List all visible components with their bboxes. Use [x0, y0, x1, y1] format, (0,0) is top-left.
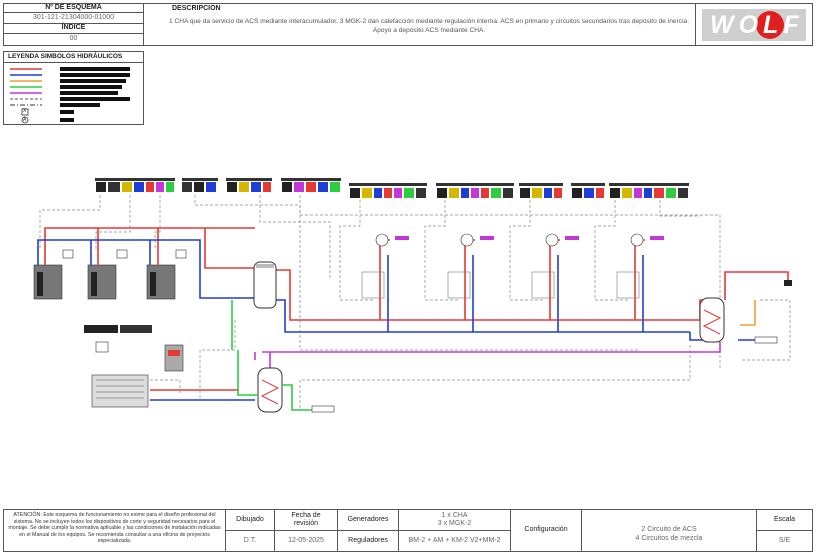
heat-pump-unit	[91, 344, 184, 408]
drawn-value-text: D.T.	[243, 536, 257, 544]
description-text: 1 CHA que da servicio de ACS mediante in…	[168, 18, 690, 34]
buffer-tank	[253, 261, 277, 309]
date-value: 12-05-2025	[274, 530, 338, 552]
outlet-valves	[311, 280, 792, 413]
date-label: Fecha de revisión	[274, 509, 338, 531]
config-value-2: 4 Circuitos de mezcla	[635, 534, 703, 542]
regulators-value: BM-2 + AM + KM-2 V2+MM-2	[398, 530, 511, 552]
date-label-text: Fecha de revisión	[291, 511, 321, 527]
wolf-logo	[702, 9, 806, 41]
index-label-text: ÍNDICE	[61, 24, 86, 32]
dhw-tank-lower	[257, 367, 283, 413]
scale-value: S/E	[756, 530, 813, 552]
scale-label-text: Escala	[773, 515, 795, 523]
schema-label-text: Nº DE ESQUEMA	[45, 3, 102, 11]
mixing-circuits	[361, 233, 644, 299]
dhw-tank-right	[699, 297, 725, 343]
legend-symbol-x: X	[23, 108, 27, 114]
description-box: DESCRIPCIÓN 1 CHA que da servicio de ACS…	[143, 3, 696, 46]
config-value-1: 2 Circuito de ACS	[641, 526, 697, 534]
scale-value-text: S/E	[778, 536, 791, 544]
logo-text: WOLF	[710, 11, 804, 39]
description-label: DESCRIPCIÓN	[172, 5, 221, 12]
generators-label: Generadores	[337, 509, 399, 531]
control-wiring	[39, 195, 791, 410]
schema-number-text: 301-121-21304000-01000	[33, 13, 114, 21]
drawn-label: Dibujado	[225, 509, 275, 531]
config-label: Configuración	[510, 509, 582, 552]
config-value: 2 Circuito de ACS 4 Circuitos de mezcla	[581, 509, 757, 552]
index-value: 00	[3, 33, 144, 46]
drawn-label-text: Dibujado	[236, 515, 264, 523]
config-label-text: Configuración	[524, 526, 568, 534]
generators-label-text: Generadores	[347, 515, 389, 523]
logo-box: WOLF	[695, 3, 813, 46]
generators-value: 1 x CHA 3 x MGK-2	[398, 509, 511, 531]
regulators-label: Reguladores	[337, 530, 399, 552]
regulators-label-text: Reguladores	[348, 536, 388, 544]
legend-symbol-a: A	[23, 117, 27, 123]
controller-modules	[95, 178, 689, 198]
cha-lines	[150, 300, 312, 411]
drawn-value: D.T.	[225, 530, 275, 552]
circuit-tags	[395, 236, 664, 240]
regulators-value-text: BM-2 + AM + KM-2 V2+MM-2	[408, 536, 501, 544]
legend-lines	[10, 67, 130, 124]
heating-lines	[37, 227, 789, 341]
legend-title: LEYENDA SIMBOLOS HIDRÁULICOS	[8, 53, 123, 60]
index-value-text: 00	[69, 35, 78, 43]
date-value-text: 12-05-2025	[288, 536, 324, 544]
legend-box: LEYENDA SIMBOLOS HIDRÁULICOS X A	[3, 51, 144, 125]
scale-label: Escala	[756, 509, 813, 531]
footer-warning: ATENCIÓN: Este esquema de funcionamiento…	[3, 509, 226, 552]
generators-value-1: 1 x CHA	[441, 511, 468, 519]
lower-controllers	[84, 325, 152, 353]
boilers	[33, 249, 187, 300]
generators-value-2: 3 x MGK-2	[437, 520, 472, 527]
dhw-lines	[254, 300, 775, 372]
footer-warning-text: ATENCIÓN: Este esquema de funcionamiento…	[8, 512, 221, 545]
